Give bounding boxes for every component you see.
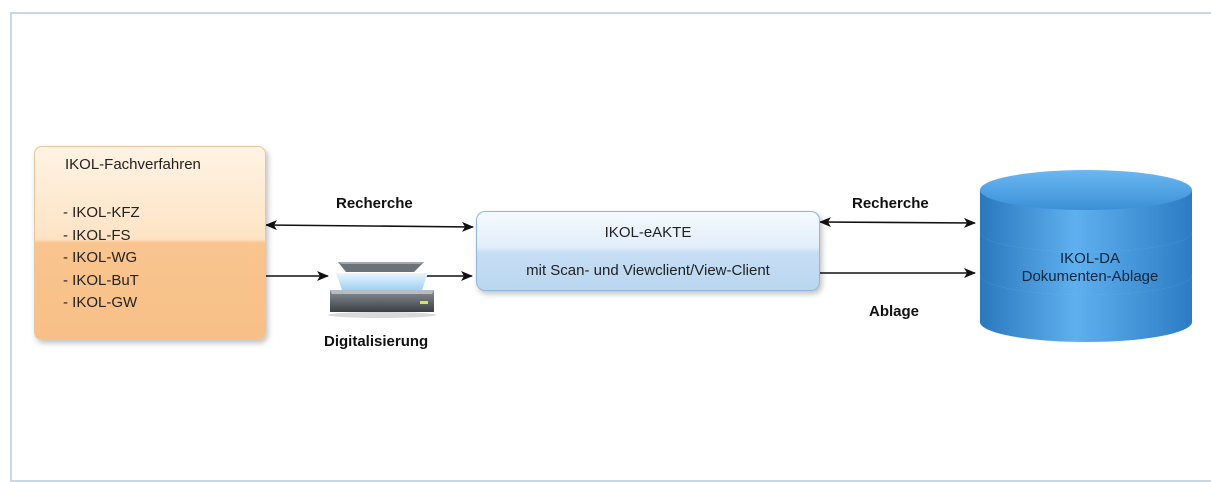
- recherche-right-label: Recherche: [852, 195, 929, 212]
- recherche-left-label: Recherche: [336, 195, 413, 212]
- database-title: IKOL-DA: [1059, 250, 1120, 267]
- eakte-box: IKOL-eAKTE mit Scan- und Viewclient/View…: [476, 211, 820, 291]
- list-item: - IKOL-WG: [63, 249, 138, 266]
- database-cylinder-icon: [980, 170, 1192, 342]
- scanner-icon: [328, 262, 436, 318]
- fachverfahren-list: - IKOL-KFZ - IKOL-FS - IKOL-WG - IKOL-Bu…: [63, 202, 140, 315]
- database-subtitle: Dokumenten-Ablage: [1021, 268, 1159, 285]
- ablage-label: Ablage: [869, 303, 920, 320]
- scanner-label: Digitalisierung: [324, 333, 429, 350]
- list-item: - IKOL-FS: [63, 226, 131, 244]
- list-item: - IKOL-GW: [63, 294, 138, 311]
- arrow-recherche-right: [819, 217, 976, 228]
- fachverfahren-title: IKOL-Fachverfahren: [65, 156, 201, 173]
- eakte-title: IKOL-eAKTE: [604, 224, 692, 241]
- list-item: - IKOL-BuT: [63, 271, 139, 289]
- arrow-recherche-left: [265, 220, 474, 232]
- fachverfahren-box: IKOL-Fachverfahren - IKOL-KFZ - IKOL-FS …: [34, 146, 266, 340]
- diagram-canvas: [265, 170, 1192, 342]
- eakte-subtitle: mit Scan- und Viewclient/View-Client: [526, 262, 770, 279]
- list-item: - IKOL-KFZ: [63, 204, 140, 221]
